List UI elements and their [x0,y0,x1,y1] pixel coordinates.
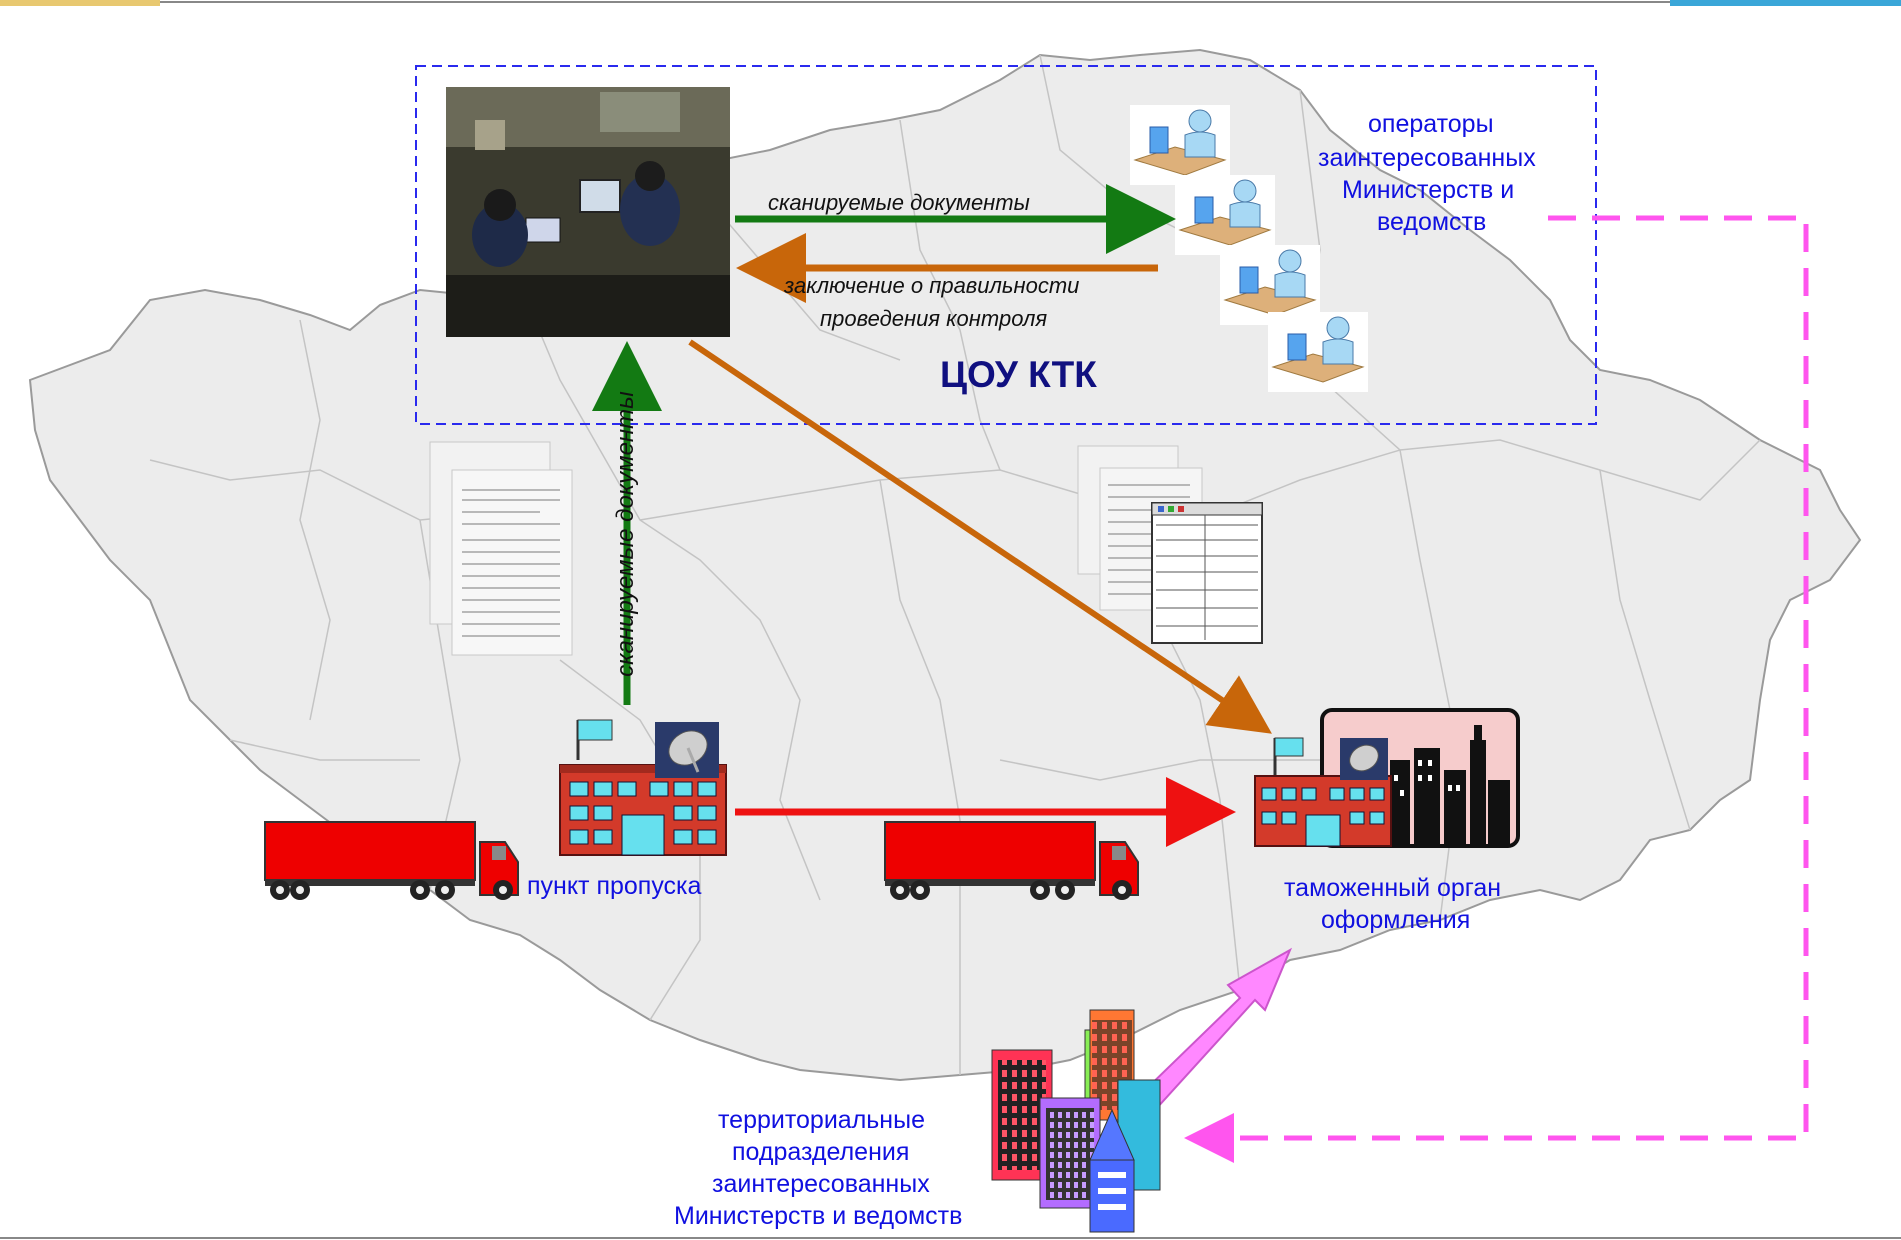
document-scan-icon [1077,445,1263,644]
operators-label-line2: заинтересованных [1318,144,1536,172]
customs-office-icon [1254,737,1392,847]
territorial-label-line4: Министерств и ведомств [674,1202,963,1230]
operators-label-line4: ведомств [1377,208,1487,236]
corner-emblem-right [1670,0,1901,6]
truck-icon [264,821,519,900]
photo-control-room [446,87,730,337]
satellite-dish-icon [655,722,719,778]
conclusion-label-line1: заключение о правильности [784,273,1080,298]
corner-emblem-left [0,0,160,6]
operators-label-line3: Министерств и [1342,176,1515,204]
pink-arrow-territorial-to-customs [1138,947,1293,1112]
conclusion-label-line2: проведения контроля [820,306,1048,331]
operator-workstation-icon [1130,105,1368,392]
scanned-docs-vertical-label: сканируемые документы [612,391,639,677]
orange-arrow-center-to-customs [688,339,1272,734]
truck-icon [884,821,1139,900]
customs-label-line2: оформления [1321,906,1471,934]
center-title: ЦОУ КТК [940,354,1097,395]
center-boundary-box [415,65,1597,425]
checkpoint-label: пункт пропуска [527,872,702,900]
checkpoint-building-icon [559,719,727,856]
territorial-label-line1: территориальные [718,1106,925,1134]
territorial-label-line3: заинтересованных [712,1170,930,1198]
document-scan-icon [429,441,573,656]
operators-label-line1: операторы [1368,110,1494,138]
territorial-label-line2: подразделения [732,1138,910,1166]
office-towers-icon [991,1009,1161,1233]
ministry-link-dashed-line [1184,215,1809,1163]
scanned-docs-top-label: сканируемые документы [768,190,1030,215]
customs-label-line1: таможенный орган [1284,874,1502,902]
